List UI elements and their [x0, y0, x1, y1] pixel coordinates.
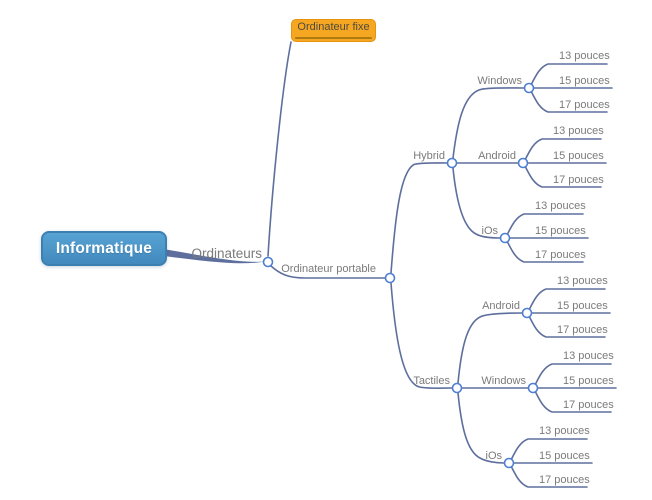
link-portable-tactiles [390, 282, 453, 389]
link-ordinateurs-portable [270, 265, 386, 279]
leaf-hybrid-android-13[interactable]: 13 pouces [553, 125, 604, 137]
node-label-hybrid-ios[interactable]: iOs [481, 225, 499, 237]
leaf-hybrid-windows-13[interactable]: 13 pouces [559, 50, 610, 62]
node-dot-tactiles-android[interactable] [521, 307, 533, 319]
leaf-tactiles-windows-13[interactable]: 13 pouces [563, 350, 614, 362]
node-label-hybrid-android[interactable]: Android [478, 150, 516, 162]
selection-underline [295, 37, 372, 39]
leaf-tactiles-windows-17[interactable]: 17 pouces [563, 399, 614, 411]
leaf-hybrid-ios-13[interactable]: 13 pouces [535, 200, 586, 212]
node-dot-tactiles-ios[interactable] [503, 457, 515, 469]
link-leaf-hw-13 [530, 63, 608, 86]
node-label-tactiles-android[interactable]: Android [482, 300, 520, 312]
root-node-label: Informatique [55, 239, 153, 257]
node-dot-portable[interactable] [384, 272, 396, 284]
link-leaf-hw-17 [530, 90, 608, 113]
link-leaf-hi-13 [506, 213, 584, 236]
node-dot-tactiles[interactable] [451, 382, 463, 394]
link-leaf-tw-13 [534, 363, 612, 386]
leaf-tactiles-android-15[interactable]: 15 pouces [557, 300, 608, 312]
link-leaf-ta-17 [528, 315, 606, 338]
link-tactiles-android [457, 312, 523, 384]
leaf-hybrid-ios-15[interactable]: 15 pouces [535, 225, 586, 237]
leaf-tactiles-windows-15[interactable]: 15 pouces [563, 375, 614, 387]
node-ordinateur-fixe-label: Ordinateur fixe [297, 21, 370, 33]
link-ordinateurs-fixe [267, 41, 292, 257]
leaf-tactiles-android-13[interactable]: 13 pouces [557, 275, 608, 287]
link-leaf-tw-17 [534, 390, 612, 413]
node-label-ordinateur-portable[interactable]: Ordinateur portable [281, 263, 376, 275]
node-dot-hybrid-android[interactable] [517, 157, 529, 169]
node-label-tactiles-ios[interactable]: iOs [485, 450, 503, 462]
node-label-ordinateurs[interactable]: Ordinateurs [191, 246, 262, 261]
link-tactiles-ios [457, 392, 505, 464]
node-dot-tactiles-windows[interactable] [527, 382, 539, 394]
link-root-ordinateurs [163, 249, 266, 264]
leaf-hybrid-ios-17[interactable]: 17 pouces [535, 249, 586, 261]
node-dot-hybrid-windows[interactable] [523, 82, 535, 94]
leaf-hybrid-windows-17[interactable]: 17 pouces [559, 99, 610, 111]
link-hybrid-windows [452, 87, 525, 159]
leaf-tactiles-ios-15[interactable]: 15 pouces [539, 450, 590, 462]
link-hybrid-ios [452, 167, 501, 239]
node-label-hybrid[interactable]: Hybrid [413, 150, 445, 162]
leaf-hybrid-android-17[interactable]: 17 pouces [553, 174, 604, 186]
link-leaf-ta-13 [528, 288, 606, 311]
link-leaf-ti-17 [510, 465, 588, 488]
leaf-tactiles-ios-17[interactable]: 17 pouces [539, 474, 590, 486]
node-dot-hybrid-ios[interactable] [499, 232, 511, 244]
link-leaf-hi-17 [506, 240, 584, 263]
link-leaf-ti-13 [510, 438, 588, 461]
link-leaf-ha-13 [524, 138, 602, 161]
node-label-tactiles-windows[interactable]: Windows [481, 375, 526, 387]
leaf-hybrid-android-15[interactable]: 15 pouces [553, 150, 604, 162]
root-node-informatique[interactable]: Informatique [41, 231, 167, 266]
leaf-tactiles-android-17[interactable]: 17 pouces [557, 324, 608, 336]
leaf-tactiles-ios-13[interactable]: 13 pouces [539, 425, 590, 437]
node-dot-hybrid[interactable] [446, 157, 458, 169]
node-dot-ordinateurs[interactable] [262, 256, 274, 268]
leaf-hybrid-windows-15[interactable]: 15 pouces [559, 75, 610, 87]
link-portable-hybrid [390, 162, 448, 274]
node-label-hybrid-windows[interactable]: Windows [477, 75, 522, 87]
node-ordinateur-fixe[interactable]: Ordinateur fixe [291, 19, 376, 42]
link-leaf-ha-17 [524, 165, 602, 188]
node-label-tactiles[interactable]: Tactiles [413, 375, 450, 387]
